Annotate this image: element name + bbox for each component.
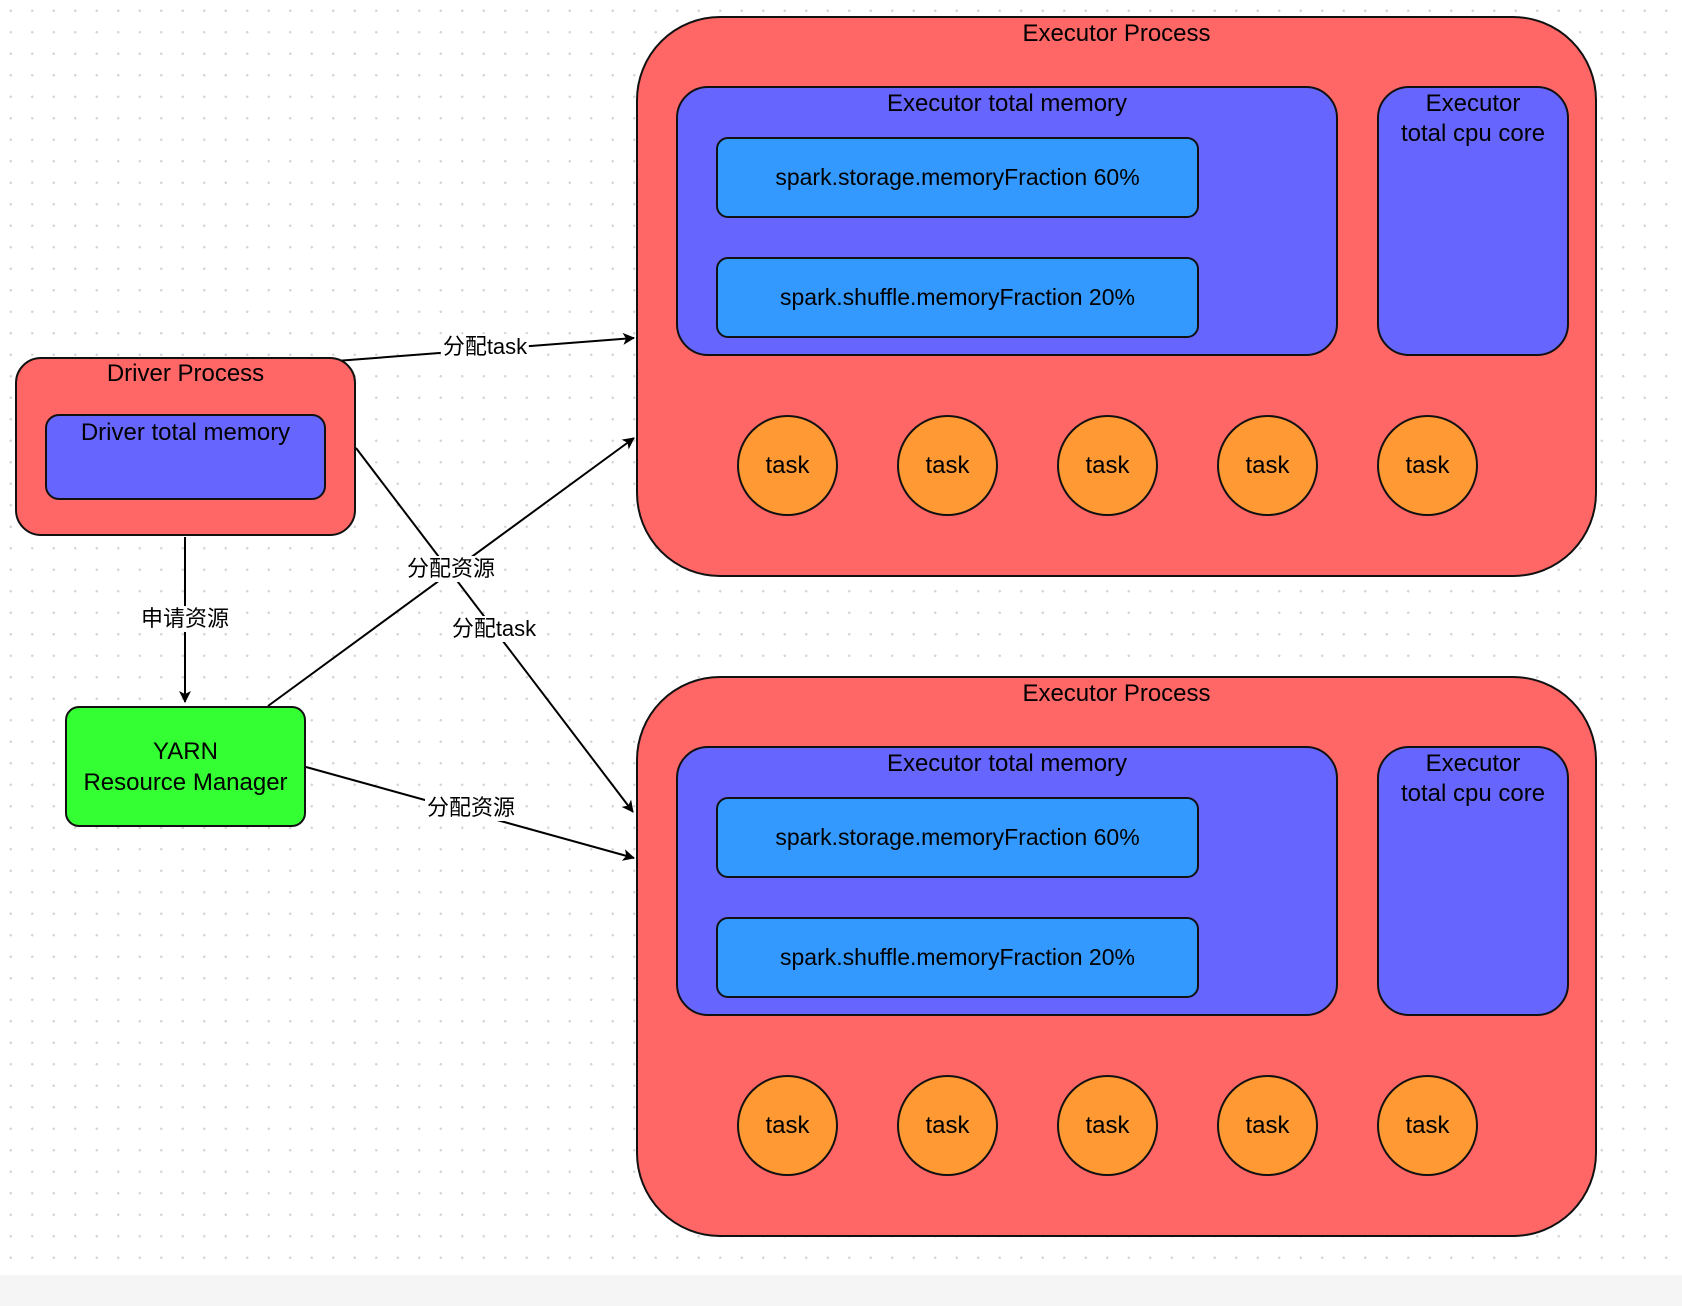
executor-cpu-label-line1: Executor — [1425, 90, 1521, 117]
shuffle-memory-fraction[interactable]: spark.shuffle.memoryFraction 20% — [716, 257, 1199, 338]
task-node[interactable]: task — [897, 1075, 998, 1176]
executor-cpu-box[interactable]: Executor total cpu core — [1377, 86, 1569, 356]
task-node[interactable]: task — [1377, 415, 1478, 516]
executor-cpu-box[interactable]: Executor total cpu core — [1377, 746, 1569, 1016]
driver-memory-label: Driver total memory — [80, 419, 291, 446]
executor-memory-title: Executor total memory — [886, 90, 1128, 117]
task-node[interactable]: task — [1057, 415, 1158, 516]
edge-label-assign-resources-1: 分配资源 — [404, 556, 498, 582]
edge-label-request-resources: 申请资源 — [138, 606, 232, 632]
edge-label-assign-task-1: 分配task — [440, 334, 530, 360]
executor-memory-box[interactable]: Executor total memory spark.storage.memo… — [676, 86, 1338, 356]
yarn-label: YARN — [153, 737, 218, 765]
yarn-resource-manager[interactable]: YARN Resource Manager — [65, 706, 306, 827]
storage-memory-fraction[interactable]: spark.storage.memoryFraction 60% — [716, 797, 1199, 878]
task-node[interactable]: task — [1217, 1075, 1318, 1176]
driver-process[interactable]: Driver Process Driver total memory — [15, 357, 356, 536]
task-node[interactable]: task — [737, 1075, 838, 1176]
resource-manager-label: Resource Manager — [83, 768, 288, 796]
task-node[interactable]: task — [897, 415, 998, 516]
driver-memory-box[interactable]: Driver total memory — [45, 414, 326, 500]
executor-process-2[interactable]: Executor Process Executor total memory s… — [636, 676, 1597, 1237]
executor-memory-box[interactable]: Executor total memory spark.storage.memo… — [676, 746, 1338, 1016]
shuffle-memory-fraction[interactable]: spark.shuffle.memoryFraction 20% — [716, 917, 1199, 998]
task-node[interactable]: task — [1377, 1075, 1478, 1176]
executor-process-title: Executor Process — [1022, 20, 1211, 47]
edge-label-assign-resources-2: 分配资源 — [424, 795, 518, 821]
executor-cpu-label-line1: Executor — [1425, 750, 1521, 777]
task-node[interactable]: task — [1057, 1075, 1158, 1176]
driver-process-title: Driver Process — [106, 360, 265, 387]
edge-label-assign-task-2: 分配task — [449, 616, 539, 642]
executor-memory-title: Executor total memory — [886, 750, 1128, 777]
task-node[interactable]: task — [737, 415, 838, 516]
executor-process-1[interactable]: Executor Process Executor total memory s… — [636, 16, 1597, 577]
storage-memory-fraction[interactable]: spark.storage.memoryFraction 60% — [716, 137, 1199, 218]
executor-cpu-label-line2: total cpu core — [1400, 780, 1546, 807]
task-node[interactable]: task — [1217, 415, 1318, 516]
executor-cpu-label-line2: total cpu core — [1400, 120, 1546, 147]
bottom-bar — [0, 1275, 1682, 1306]
executor-process-title: Executor Process — [1022, 680, 1211, 707]
